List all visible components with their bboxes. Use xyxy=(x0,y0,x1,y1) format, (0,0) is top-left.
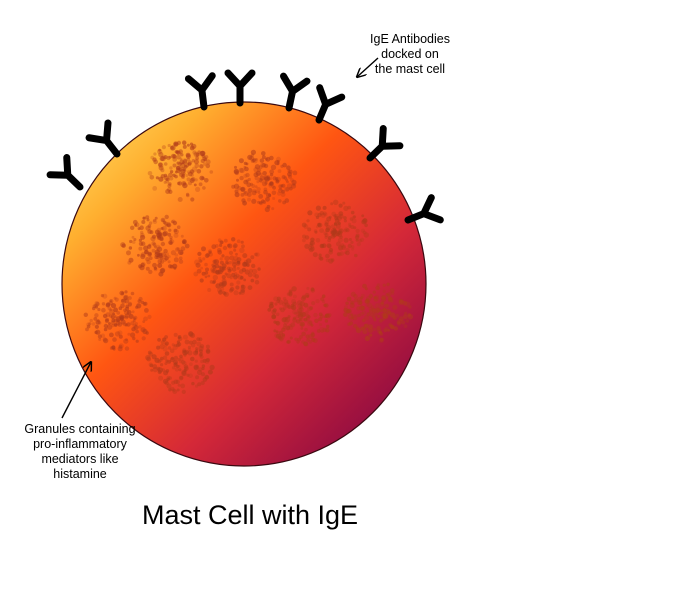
granule-cluster xyxy=(120,214,190,277)
granule-clusters xyxy=(83,140,414,394)
granules-label: Granules containing pro-inflammatory med… xyxy=(24,422,136,481)
granule-cluster xyxy=(145,331,215,394)
ige-antibody-icon xyxy=(224,69,256,107)
mast-cell-body xyxy=(61,101,427,467)
ige-antibodies-label: IgE Antibodies docked on the mast cell xyxy=(370,32,450,76)
ige-antibody-icon xyxy=(279,72,311,112)
granule-cluster xyxy=(193,237,261,297)
granule-cluster xyxy=(83,290,152,352)
ige-antibody-icon xyxy=(315,84,346,124)
granule-cluster xyxy=(267,286,332,347)
ige-antibody-icon xyxy=(46,154,84,191)
ige-arrow xyxy=(357,57,379,77)
ige-antibodies xyxy=(46,69,444,224)
ige-antibody-icon xyxy=(85,119,121,158)
ige-antibody-icon xyxy=(366,125,404,162)
granule-cluster xyxy=(231,149,298,213)
ige-antibody-icon xyxy=(184,72,216,111)
granule-cluster xyxy=(147,140,214,202)
ige-antibody-icon xyxy=(404,194,444,224)
granule-cluster xyxy=(343,282,414,343)
granule-arrow xyxy=(61,362,91,419)
granule-cluster xyxy=(301,199,369,264)
diagram-title: Mast Cell with IgE xyxy=(141,500,359,530)
